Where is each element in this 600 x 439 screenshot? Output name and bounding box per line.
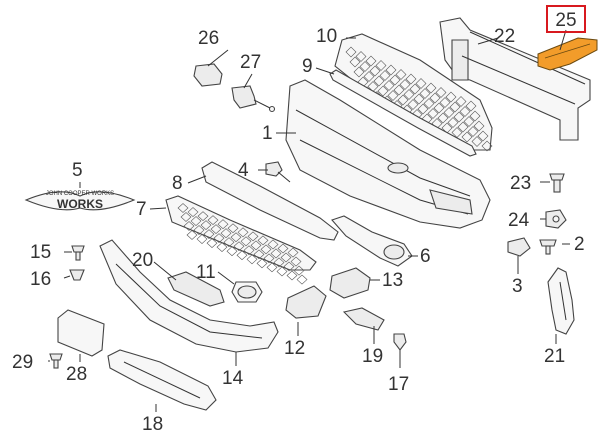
- label-25: 25: [555, 10, 576, 31]
- label-29: 29: [12, 352, 33, 373]
- label-27: 27: [240, 52, 261, 73]
- label-12: 12: [284, 338, 305, 359]
- part-15-screw[interactable]: [71, 245, 85, 261]
- label-24: 24: [508, 210, 530, 231]
- label-5: 5: [72, 160, 83, 181]
- label-7: 7: [136, 199, 147, 220]
- part-4-sensor[interactable]: [265, 161, 291, 183]
- label-19: 19: [362, 346, 383, 367]
- highlight-callout-25[interactable]: 25: [546, 5, 586, 33]
- part-5-badge[interactable]: JOHN COOPER WORKS WORKS: [24, 191, 136, 211]
- part-1-bumper-cover[interactable]: [285, 79, 491, 229]
- part-14-lower-spoiler[interactable]: [99, 239, 279, 353]
- label-3: 3: [512, 276, 523, 297]
- label-23: 23: [510, 173, 531, 194]
- part-19-bracket[interactable]: [342, 307, 385, 331]
- label-21: 21: [544, 346, 565, 367]
- label-17: 17: [388, 374, 409, 395]
- label-11: 11: [196, 262, 216, 283]
- part-11-foglight-cover[interactable]: [231, 281, 263, 303]
- part-29-screw[interactable]: [49, 353, 63, 369]
- label-22: 22: [494, 26, 515, 47]
- leader-lines: [48, 29, 570, 412]
- label-9: 9: [302, 56, 313, 77]
- part-24-nut[interactable]: [545, 209, 567, 229]
- label-28: 28: [66, 364, 87, 385]
- part-7-lower-grille[interactable]: [165, 195, 317, 285]
- highlight-box: [546, 5, 586, 33]
- part-9-trim-strip[interactable]: [329, 69, 477, 157]
- label-20: 20: [132, 250, 153, 271]
- label-26: 26: [198, 28, 219, 49]
- part-23-bolt[interactable]: [549, 173, 565, 193]
- part-27-sensor[interactable]: [231, 85, 276, 113]
- part-13-bracket[interactable]: [329, 267, 371, 299]
- label-6: 6: [420, 246, 431, 267]
- label-10: 10: [316, 26, 337, 47]
- label-18: 18: [142, 414, 163, 435]
- label-4: 4: [238, 160, 249, 181]
- part-3-clip[interactable]: [507, 237, 531, 257]
- part-12-air-duct[interactable]: [285, 285, 327, 319]
- part-2-screw[interactable]: [539, 239, 557, 255]
- part-17-clip[interactable]: [393, 333, 407, 351]
- part-16-clip[interactable]: [69, 269, 85, 281]
- badge-text: JOHN COOPER WORKS: [46, 191, 114, 197]
- label-14: 14: [222, 368, 244, 389]
- callout-labels: 26 27 10 9 1 4 8 5 7 6 13 11 20 12 14 15…: [12, 26, 585, 435]
- badge-sub-text: WORKS: [57, 197, 103, 211]
- part-26-clip[interactable]: [193, 63, 223, 87]
- part-28-license-plate-bracket[interactable]: [57, 309, 105, 357]
- part-21-side-bracket[interactable]: [547, 267, 575, 335]
- part-25-bracket[interactable]: [537, 37, 598, 71]
- label-8: 8: [172, 173, 183, 194]
- label-13: 13: [382, 270, 403, 291]
- part-20-bracket[interactable]: [167, 271, 225, 307]
- label-16: 16: [30, 269, 51, 290]
- label-15: 15: [30, 242, 51, 263]
- part-6-foglight-trim[interactable]: [331, 215, 413, 267]
- part-18-underbody-shield[interactable]: [107, 349, 217, 411]
- label-2: 2: [574, 234, 585, 255]
- label-1: 1: [262, 123, 273, 144]
- part-22-reinforcement-beam[interactable]: [439, 17, 591, 141]
- part-8-trim[interactable]: [201, 161, 339, 241]
